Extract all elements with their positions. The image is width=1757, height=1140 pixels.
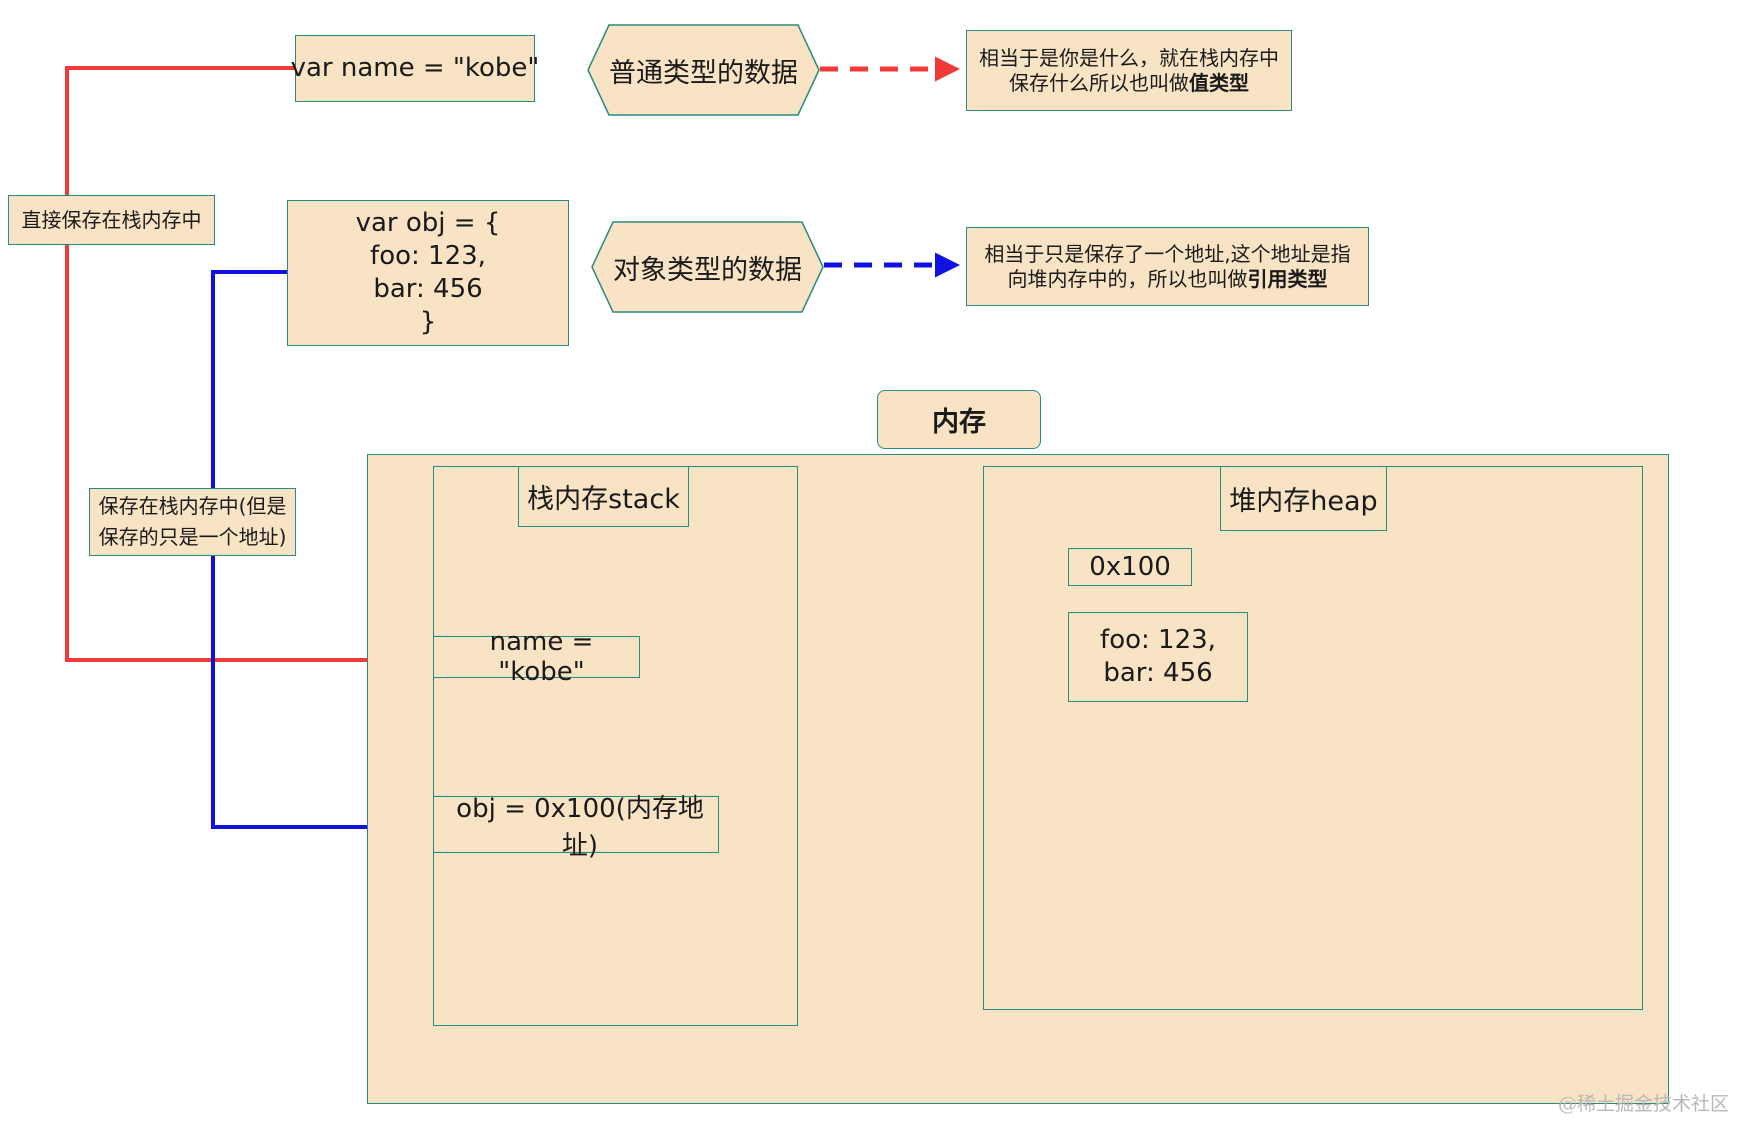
primitive-type-label: 普通类型的数据 <box>609 57 798 89</box>
value-type-line2-prefix: 保存什么所以也叫做 <box>1009 70 1189 95</box>
stack-title-text: 栈内存stack <box>527 484 680 515</box>
heap-object-text: foo: 123, bar: 456 <box>1100 625 1216 688</box>
address-storage-line2: 保存的只是一个地址) <box>98 525 287 549</box>
object-type-hexagon: 对象类型的数据 <box>591 221 824 313</box>
stack-name-entry: name = "kobe" <box>433 627 640 687</box>
value-type-line1: 相当于是你是什么，就在栈内存中 <box>979 45 1279 70</box>
value-type-line2: 保存什么所以也叫做值类型 <box>1009 71 1249 96</box>
stack-obj-entry: obj = 0x100(内存地址) <box>433 794 719 861</box>
object-code-box: var obj = { foo: 123, bar: 456 } <box>287 200 569 346</box>
reference-type-note: 相当于只是保存了一个地址,这个地址是指 向堆内存中的，所以也叫做引用类型 <box>966 227 1369 306</box>
reference-type-line1: 相当于只是保存了一个地址,这个地址是指 <box>984 241 1351 266</box>
heap-address: 0x100 <box>1068 548 1192 586</box>
heap-title-text: 堆内存heap <box>1229 486 1378 517</box>
value-type-bold: 值类型 <box>1189 70 1249 95</box>
heap-address-text: 0x100 <box>1089 552 1171 582</box>
memory-title-text: 内存 <box>932 407 986 438</box>
watermark: @稀土掘金技术社区 <box>1557 1093 1729 1115</box>
reference-type-line2: 向堆内存中的，所以也叫做引用类型 <box>1008 267 1328 292</box>
object-code: var obj = { foo: 123, bar: 456 } <box>355 208 501 337</box>
reference-type-bold: 引用类型 <box>1247 266 1328 291</box>
stack-name-text: name = "kobe" <box>489 627 594 687</box>
value-type-note: 相当于是你是什么，就在栈内存中 保存什么所以也叫做值类型 <box>966 30 1292 111</box>
reference-type-line2-prefix: 向堆内存中的，所以也叫做 <box>1007 266 1248 291</box>
object-type-label: 对象类型的数据 <box>613 254 802 286</box>
hexagon-shape <box>587 24 820 116</box>
direct-storage-label: 直接保存在栈内存中 <box>8 195 215 245</box>
direct-storage-text: 直接保存在栈内存中 <box>21 207 202 232</box>
memory-title: 内存 <box>877 390 1041 449</box>
primitive-code-box: var name = "kobe" <box>291 35 539 102</box>
heap-title: 堆内存heap <box>1220 466 1387 531</box>
hexagon-shape <box>591 221 824 313</box>
stack-obj-text: obj = 0x100(内存地址) <box>456 793 704 861</box>
stack-region <box>433 466 798 1026</box>
stack-title: 栈内存stack <box>518 466 689 527</box>
primitive-code: var name = "kobe" <box>290 53 540 83</box>
address-storage-line1: 保存在栈内存中(但是 <box>98 494 287 518</box>
address-storage-label: 保存在栈内存中(但是 保存的只是一个地址) <box>89 488 296 556</box>
primitive-type-hexagon: 普通类型的数据 <box>587 24 820 116</box>
heap-object: foo: 123, bar: 456 <box>1068 612 1248 702</box>
